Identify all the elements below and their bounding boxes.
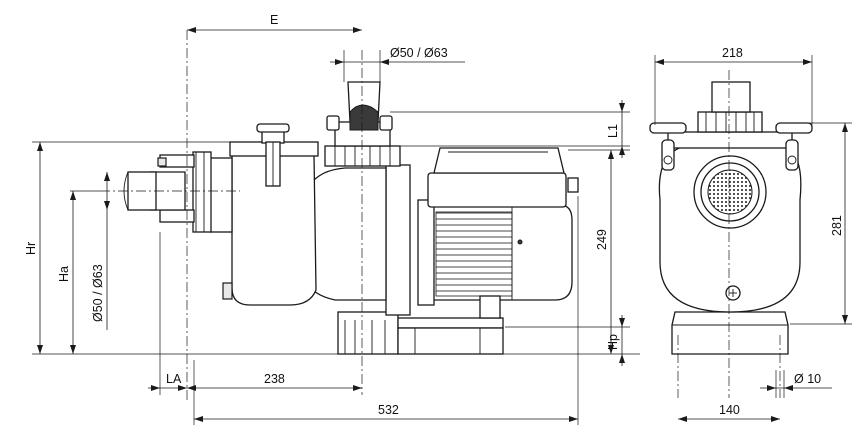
label-249: 249: [595, 229, 609, 250]
pump-side-view: [123, 81, 579, 355]
pump-base: [337, 311, 504, 355]
label-dia-side: Ø50 / Ø63: [91, 264, 105, 322]
label-281: 281: [830, 215, 844, 236]
terminal-box: [427, 147, 579, 208]
dimension-lines: [37, 27, 848, 422]
center-lines: [100, 30, 781, 400]
extension-lines: [32, 50, 852, 425]
label-238: 238: [264, 372, 285, 386]
front-base: [671, 311, 789, 355]
motor-body: [417, 199, 573, 319]
label-dia10: Ø 10: [794, 372, 821, 386]
inlet-union: [123, 151, 233, 233]
label-L1: L1: [606, 124, 620, 138]
front-inlet-grille: [693, 155, 767, 229]
outlet-union: [324, 81, 401, 167]
label-LA: LA: [166, 372, 182, 386]
label-532: 532: [378, 403, 399, 417]
label-E: E: [270, 13, 278, 27]
motor-flange: [385, 164, 411, 316]
label-dia-top: Ø50 / Ø63: [390, 46, 448, 60]
label-Ha: Ha: [57, 266, 71, 282]
label-140: 140: [719, 403, 740, 417]
label-Hp: Hp: [606, 334, 620, 350]
label-Hr: Hr: [24, 242, 38, 255]
lid-knob: [256, 123, 290, 187]
dimension-labels: E Ø50 / Ø63 Hr Ha Ø50 / Ø63 L1 249 Hp LA…: [24, 13, 844, 417]
label-218: 218: [722, 46, 743, 60]
pump-front-view: [649, 81, 813, 355]
